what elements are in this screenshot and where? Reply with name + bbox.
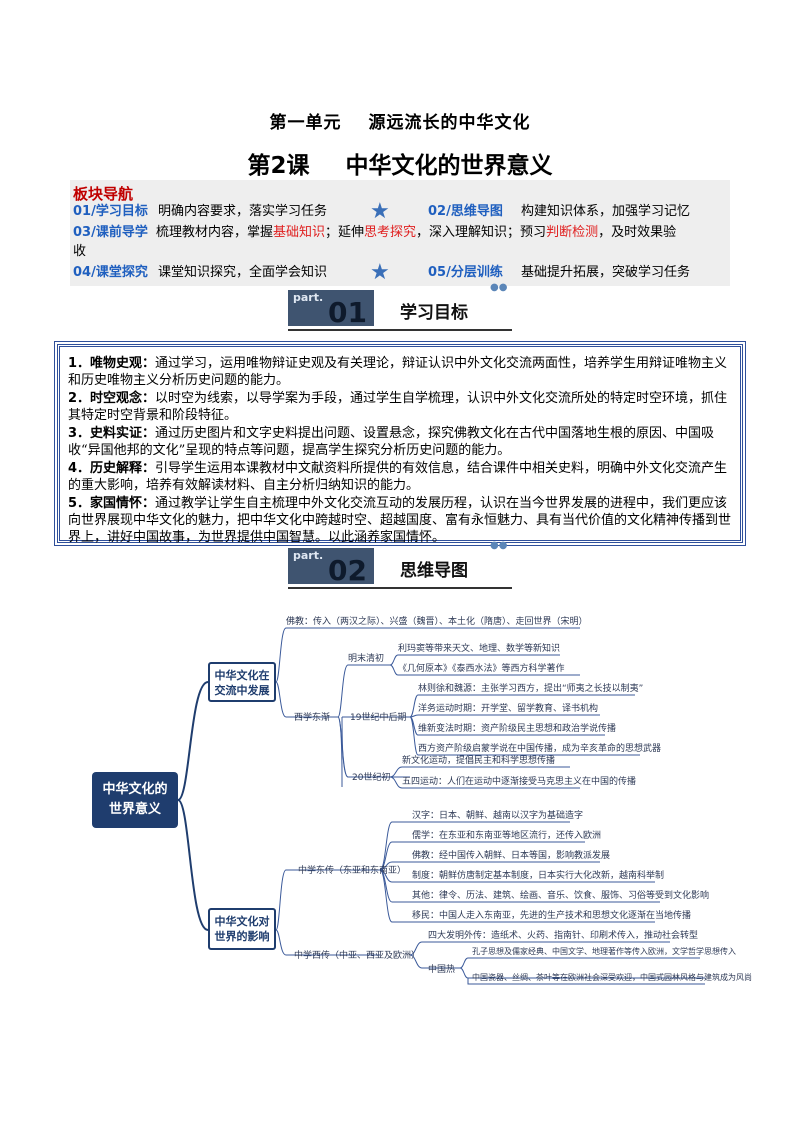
mm-mq2: 《几何原本》《泰西水法》等西方科学著作	[398, 664, 565, 674]
mm-west: 西学东渐	[294, 713, 331, 723]
mm-e5: 其他：律令、历法、建筑、绘画、音乐、饮食、服饰、习俗等受到文化影响	[412, 891, 710, 901]
unit-name: 源远流长的中华文化	[368, 113, 531, 133]
mm-buddhism: 佛教：传入（两汉之际）、兴盛（魏晋）、本土化（隋唐）、走回世界（宋明）	[286, 617, 588, 627]
mm-e6: 移民：中国人走入东南亚，先进的生产技术和思想文化逐渐在当地传播	[412, 911, 692, 921]
nav-text-03d: ，及时效果验	[598, 225, 677, 240]
nav-text-03-red1: 基础知识	[273, 225, 326, 240]
bubble-icon: ●●	[490, 282, 508, 293]
lesson-label: 第2课	[247, 153, 310, 179]
nav-box: 板块导航 01/学习目标 明确内容要求，落实学习任务 02/思维导图 构建知识体…	[70, 180, 730, 286]
part-number: 02	[328, 554, 367, 587]
nav-text-02: 构建知识体系，加强学习记忆	[520, 204, 690, 219]
mind-map-root: 中华文化的世界意义	[92, 772, 178, 828]
nav-tag-02[interactable]: 02/思维导图	[428, 204, 503, 219]
nav-tag-05[interactable]: 05/分层训练	[428, 265, 503, 280]
unit-title: 第一单元 源远流长的中华文化	[0, 108, 800, 133]
nav-row-2b: 收	[73, 244, 87, 259]
part-number: 01	[328, 296, 367, 329]
part-block	[288, 290, 374, 326]
mm-mingqing: 明末清初	[348, 654, 385, 664]
nav-heading: 板块导航	[73, 185, 134, 203]
nav-row-3: 04/课堂探究 课堂知识探究，全面学会知识	[73, 264, 327, 282]
nav-row-3b: 05/分层训练 基础提升拓展，突破学习任务	[428, 264, 690, 282]
nav-text-03a: 梳理教材内容，掌握	[155, 225, 273, 240]
goal-1: 1．唯物史观：通过学习，运用唯物辩证史观及有关理论，辩证认识中外文化交流两面性，…	[68, 355, 732, 389]
goal-label: 5．家国情怀：	[68, 496, 156, 511]
part-title: 思维导图	[400, 561, 468, 581]
mm-c19-2: 洋务运动时期：开学堂、留学教育、译书机构	[418, 704, 599, 714]
mm-c20: 20世纪初	[352, 773, 391, 783]
mm-westward: 中学西传（中亚、西亚及欧洲）	[294, 951, 421, 961]
part-label: part.	[293, 549, 324, 562]
nav-text-03c: ，深入理解知识；预习	[416, 225, 547, 240]
nav-text-04: 课堂知识探究，全面学会知识	[157, 265, 327, 280]
goal-2: 2．时空观念：以时空为线索，以导学案为手段，通过学生自学梳理，认识中外文化交流所…	[68, 390, 732, 424]
goal-text: 以时空为线索，以导学案为手段，通过学生自学梳理，认识中外文化交流所处的特定时空环…	[68, 391, 728, 423]
goal-4: 4．历史解释：引导学生运用本课教材中文献资料所提供的有效信息，结合课件中相关史料…	[68, 460, 732, 494]
nav-row-2: 03/课前导学 梳理教材内容，掌握基础知识；延伸思考探究，深入理解知识；预习判断…	[73, 224, 676, 242]
mm-e2: 儒学：在东亚和东南亚等地区流行，还传入欧洲	[412, 831, 602, 841]
star-icon: ★	[370, 199, 390, 224]
goals-box: 1．唯物史观：通过学习，运用唯物辩证史观及有关理论，辩证认识中外文化交流两面性，…	[54, 341, 746, 546]
nav-text-03-red2: 思考探究	[364, 225, 417, 240]
mm-w1: 四大发明外传：造纸术、火药、指南针、印刷术传入，推动社会转型	[428, 931, 699, 941]
mm-mq1: 利玛窦等带来天文、地理、数学等新知识	[398, 644, 561, 654]
mm-c20-2: 五四运动：人们在运动中逐渐接受马克思主义在中国的传播	[402, 777, 637, 787]
part-block	[288, 548, 374, 584]
bubble-icon: ●●	[490, 540, 508, 551]
mm-c19: 19世纪中后期	[350, 713, 407, 723]
mm-east: 中学东传（东亚和东南亚）	[298, 866, 407, 876]
nav-row-1: 01/学习目标 明确内容要求，落实学习任务	[73, 203, 327, 221]
mm-e3: 佛教：经中国传入朝鲜、日本等国，影响教派发展	[412, 851, 611, 861]
mind-map: 中华文化的世界意义 中华文化在交流中发展 中华文化对世界的影响 佛教：传入（两汉…	[80, 600, 752, 1000]
mm-w-label: 中国热	[428, 965, 456, 975]
goal-text: 通过学习，运用唯物辩证史观及有关理论，辩证认识中外文化交流两面性，培养学生用辩证…	[68, 356, 728, 388]
goal-label: 4．历史解释：	[68, 461, 156, 476]
unit-label: 第一单元	[269, 113, 342, 133]
mm-w3: 中国瓷器、丝绸、茶叶等在欧洲社会深受欢迎，中国式园林风格与建筑成为风尚	[472, 973, 752, 982]
goal-label: 2．时空观念：	[68, 391, 156, 406]
nav-tag-04[interactable]: 04/课堂探究	[73, 265, 148, 280]
part-label: part.	[293, 291, 324, 304]
mm-c20-1: 新文化运动，提倡民主和科学思想传播	[402, 756, 556, 766]
nav-text-01: 明确内容要求，落实学习任务	[157, 204, 327, 219]
branch-influence: 中华文化对世界的影响	[208, 908, 276, 950]
part-underline	[288, 329, 512, 331]
star-icon: ★	[370, 260, 390, 285]
part-underline	[288, 587, 512, 589]
part-02-badge: part. 02 思维导图 ●●	[288, 540, 512, 590]
goal-3: 3．史料实证：通过历史图片和文字史料提出问题、设置悬念，探究佛教文化在古代中国落…	[68, 425, 732, 459]
goal-text: 通过教学让学生自主梳理中外文化交流互动的发展历程，认识在当今世界发展的进程中，我…	[68, 496, 732, 545]
mm-c19-3: 维新变法时期：资产阶级民主思想和政治学说传播	[418, 724, 617, 734]
mind-map-lines	[177, 627, 705, 985]
lesson-name: 中华文化的世界意义	[345, 153, 553, 179]
part-title: 学习目标	[400, 303, 468, 323]
nav-text-03-red3: 判断检测	[546, 225, 599, 240]
mm-e1: 汉字：日本、朝鲜、越南以汉字为基础造字	[412, 811, 584, 821]
mm-c19-1: 林则徐和魏源：主张学习西方，提出“师夷之长技以制夷”	[418, 684, 644, 694]
mm-w2: 孔子思想及儒家经典、中国文学、地理著作等传入欧洲，文学哲学思想传入	[472, 947, 736, 956]
nav-tag-03[interactable]: 03/课前导学	[73, 225, 148, 240]
part-01-badge: part. 01 学习目标 ●●	[288, 282, 512, 332]
goal-label: 1．唯物史观：	[68, 356, 156, 371]
goal-text: 通过历史图片和文字史料提出问题、设置悬念，探究佛教文化在古代中国落地生根的原因、…	[68, 426, 715, 458]
mm-c19-4: 西方资产阶级启蒙学说在中国传播，成为辛亥革命的思想武器	[418, 744, 662, 754]
nav-row-1b: 02/思维导图 构建知识体系，加强学习记忆	[428, 203, 690, 221]
nav-text-05: 基础提升拓展，突破学习任务	[520, 265, 690, 280]
nav-tag-01[interactable]: 01/学习目标	[73, 204, 148, 219]
mm-e4: 制度：朝鲜仿唐制定基本制度，日本实行大化改新，越南科举制	[412, 871, 665, 881]
goal-text: 引导学生运用本课教材中文献资料所提供的有效信息，结合课件中相关史料，明确中外文化…	[68, 461, 728, 493]
lesson-title: 第2课 中华文化的世界意义	[0, 146, 800, 180]
goal-5: 5．家国情怀：通过教学让学生自主梳理中外文化交流互动的发展历程，认识在当今世界发…	[68, 495, 732, 546]
nav-text-03b: ；延伸	[325, 225, 365, 240]
branch-exchange: 中华文化在交流中发展	[208, 662, 276, 702]
goal-label: 3．史料实证：	[68, 426, 156, 441]
